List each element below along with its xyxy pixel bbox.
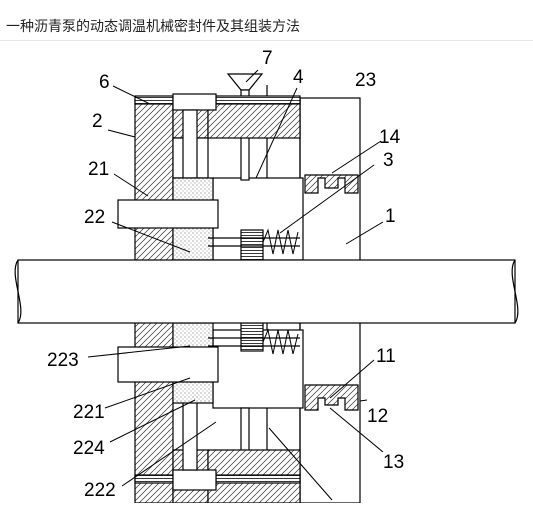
label-223: 223 <box>47 350 79 371</box>
document-header: 一种沥青泵的动态调温机械密封件及其组装方法 <box>0 0 533 41</box>
label-22: 22 <box>84 207 105 228</box>
label-224: 224 <box>73 438 105 459</box>
label-6: 6 <box>99 72 110 93</box>
label-21: 21 <box>88 159 109 180</box>
label-4: 4 <box>293 67 304 88</box>
document-title: 一种沥青泵的动态调温机械密封件及其组装方法 <box>6 19 300 35</box>
label-11: 11 <box>376 346 396 367</box>
label-3: 3 <box>383 150 394 171</box>
mechanical-seal-drawing: 6 7 4 23 2 14 3 21 22 1 223 11 221 12 22… <box>14 48 519 504</box>
label-23: 23 <box>355 70 376 91</box>
label-221: 221 <box>73 402 105 423</box>
label-222: 222 <box>84 480 116 501</box>
label-2: 2 <box>92 111 103 132</box>
label-12: 12 <box>367 406 388 427</box>
patent-figure: 6 7 4 23 2 14 3 21 22 1 223 11 221 12 22… <box>0 41 533 507</box>
label-14: 14 <box>379 127 401 148</box>
label-7: 7 <box>262 48 273 69</box>
label-13: 13 <box>383 452 404 473</box>
label-1: 1 <box>385 206 396 227</box>
